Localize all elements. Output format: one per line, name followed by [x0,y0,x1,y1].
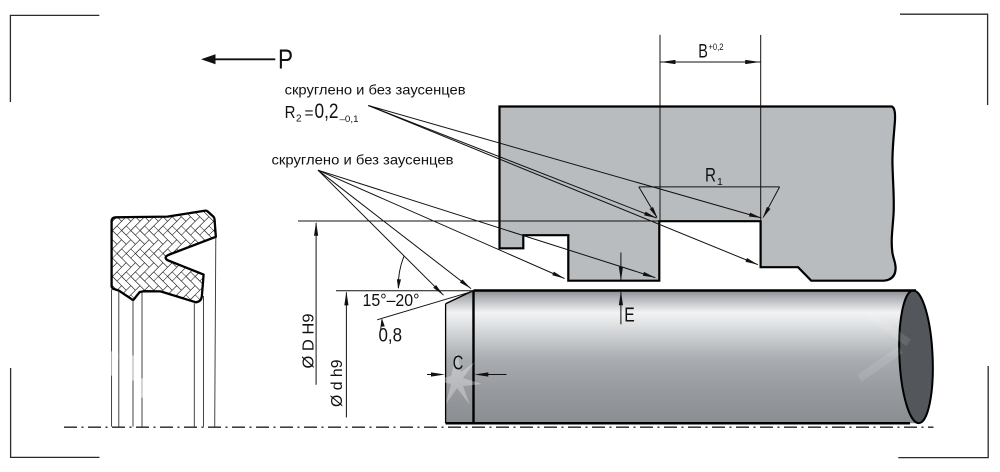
svg-text:скруглено и без заусенцев: скруглено и без заусенцев [272,152,454,167]
svg-text:E: E [624,304,635,326]
svg-text:–0,1: –0,1 [340,114,359,125]
svg-text:Ø d h9: Ø d h9 [329,359,346,407]
svg-text:15°–20°: 15°–20° [363,290,420,310]
svg-text:0,8: 0,8 [379,325,403,346]
svg-text:Ø D H9: Ø D H9 [301,313,318,368]
svg-text:+0,2: +0,2 [709,42,724,53]
svg-text:R: R [705,166,716,187]
svg-text:=: = [305,105,314,122]
svg-text:P: P [278,43,293,74]
svg-text:C: C [453,353,464,375]
svg-text:1: 1 [717,176,723,188]
svg-text:скруглено и без заусенцев: скруглено и без заусенцев [285,82,466,97]
svg-text:R: R [285,102,296,122]
svg-text:B: B [698,42,708,63]
svg-text:0,2: 0,2 [315,100,339,123]
svg-text:2: 2 [296,114,302,125]
